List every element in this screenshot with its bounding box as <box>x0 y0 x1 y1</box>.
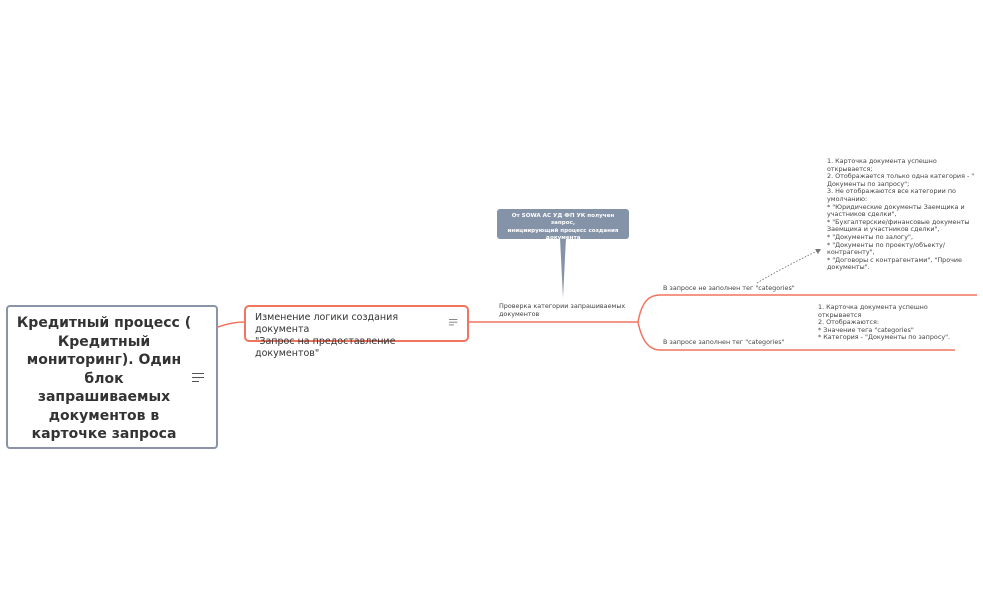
branch-filled-result[interactable]: 1. Карточка документа успешно открываетс… <box>818 303 951 342</box>
notes-icon[interactable] <box>192 373 204 382</box>
root-topic-title: Кредитный процесс ( Кредитный мониторинг… <box>16 315 192 442</box>
branch-not-filled-result[interactable]: 1. Карточка документа успешно открываетс… <box>827 157 975 272</box>
child-topic[interactable]: Изменение логики создания документа "Зап… <box>244 305 469 359</box>
edge-check-not-filled <box>637 294 977 323</box>
branch-not-filled-label[interactable]: В запросе не заполнен тег "categories" <box>663 284 795 292</box>
branch-filled-label[interactable]: В запросе заполнен тег "categories" <box>663 338 785 346</box>
callout-pointer <box>560 238 566 298</box>
edge-check-filled <box>637 321 955 351</box>
edge-root-child <box>217 321 245 328</box>
callout-box[interactable]: От SOWA АС УД ФП УК получен запрос, иниц… <box>497 209 629 241</box>
root-topic[interactable]: Кредитный процесс ( Кредитный мониторинг… <box>6 305 218 449</box>
notes-icon[interactable] <box>449 319 458 326</box>
child-topic-title: Изменение логики создания документа "Зап… <box>255 312 399 359</box>
callout-text: От SOWA АС УД ФП УК получен запрос, иниц… <box>507 213 619 241</box>
relation-arrow <box>756 249 820 284</box>
branch-check-label[interactable]: Проверка категории запрашиваемых докумен… <box>499 302 626 318</box>
relation-arrowhead <box>815 249 821 254</box>
